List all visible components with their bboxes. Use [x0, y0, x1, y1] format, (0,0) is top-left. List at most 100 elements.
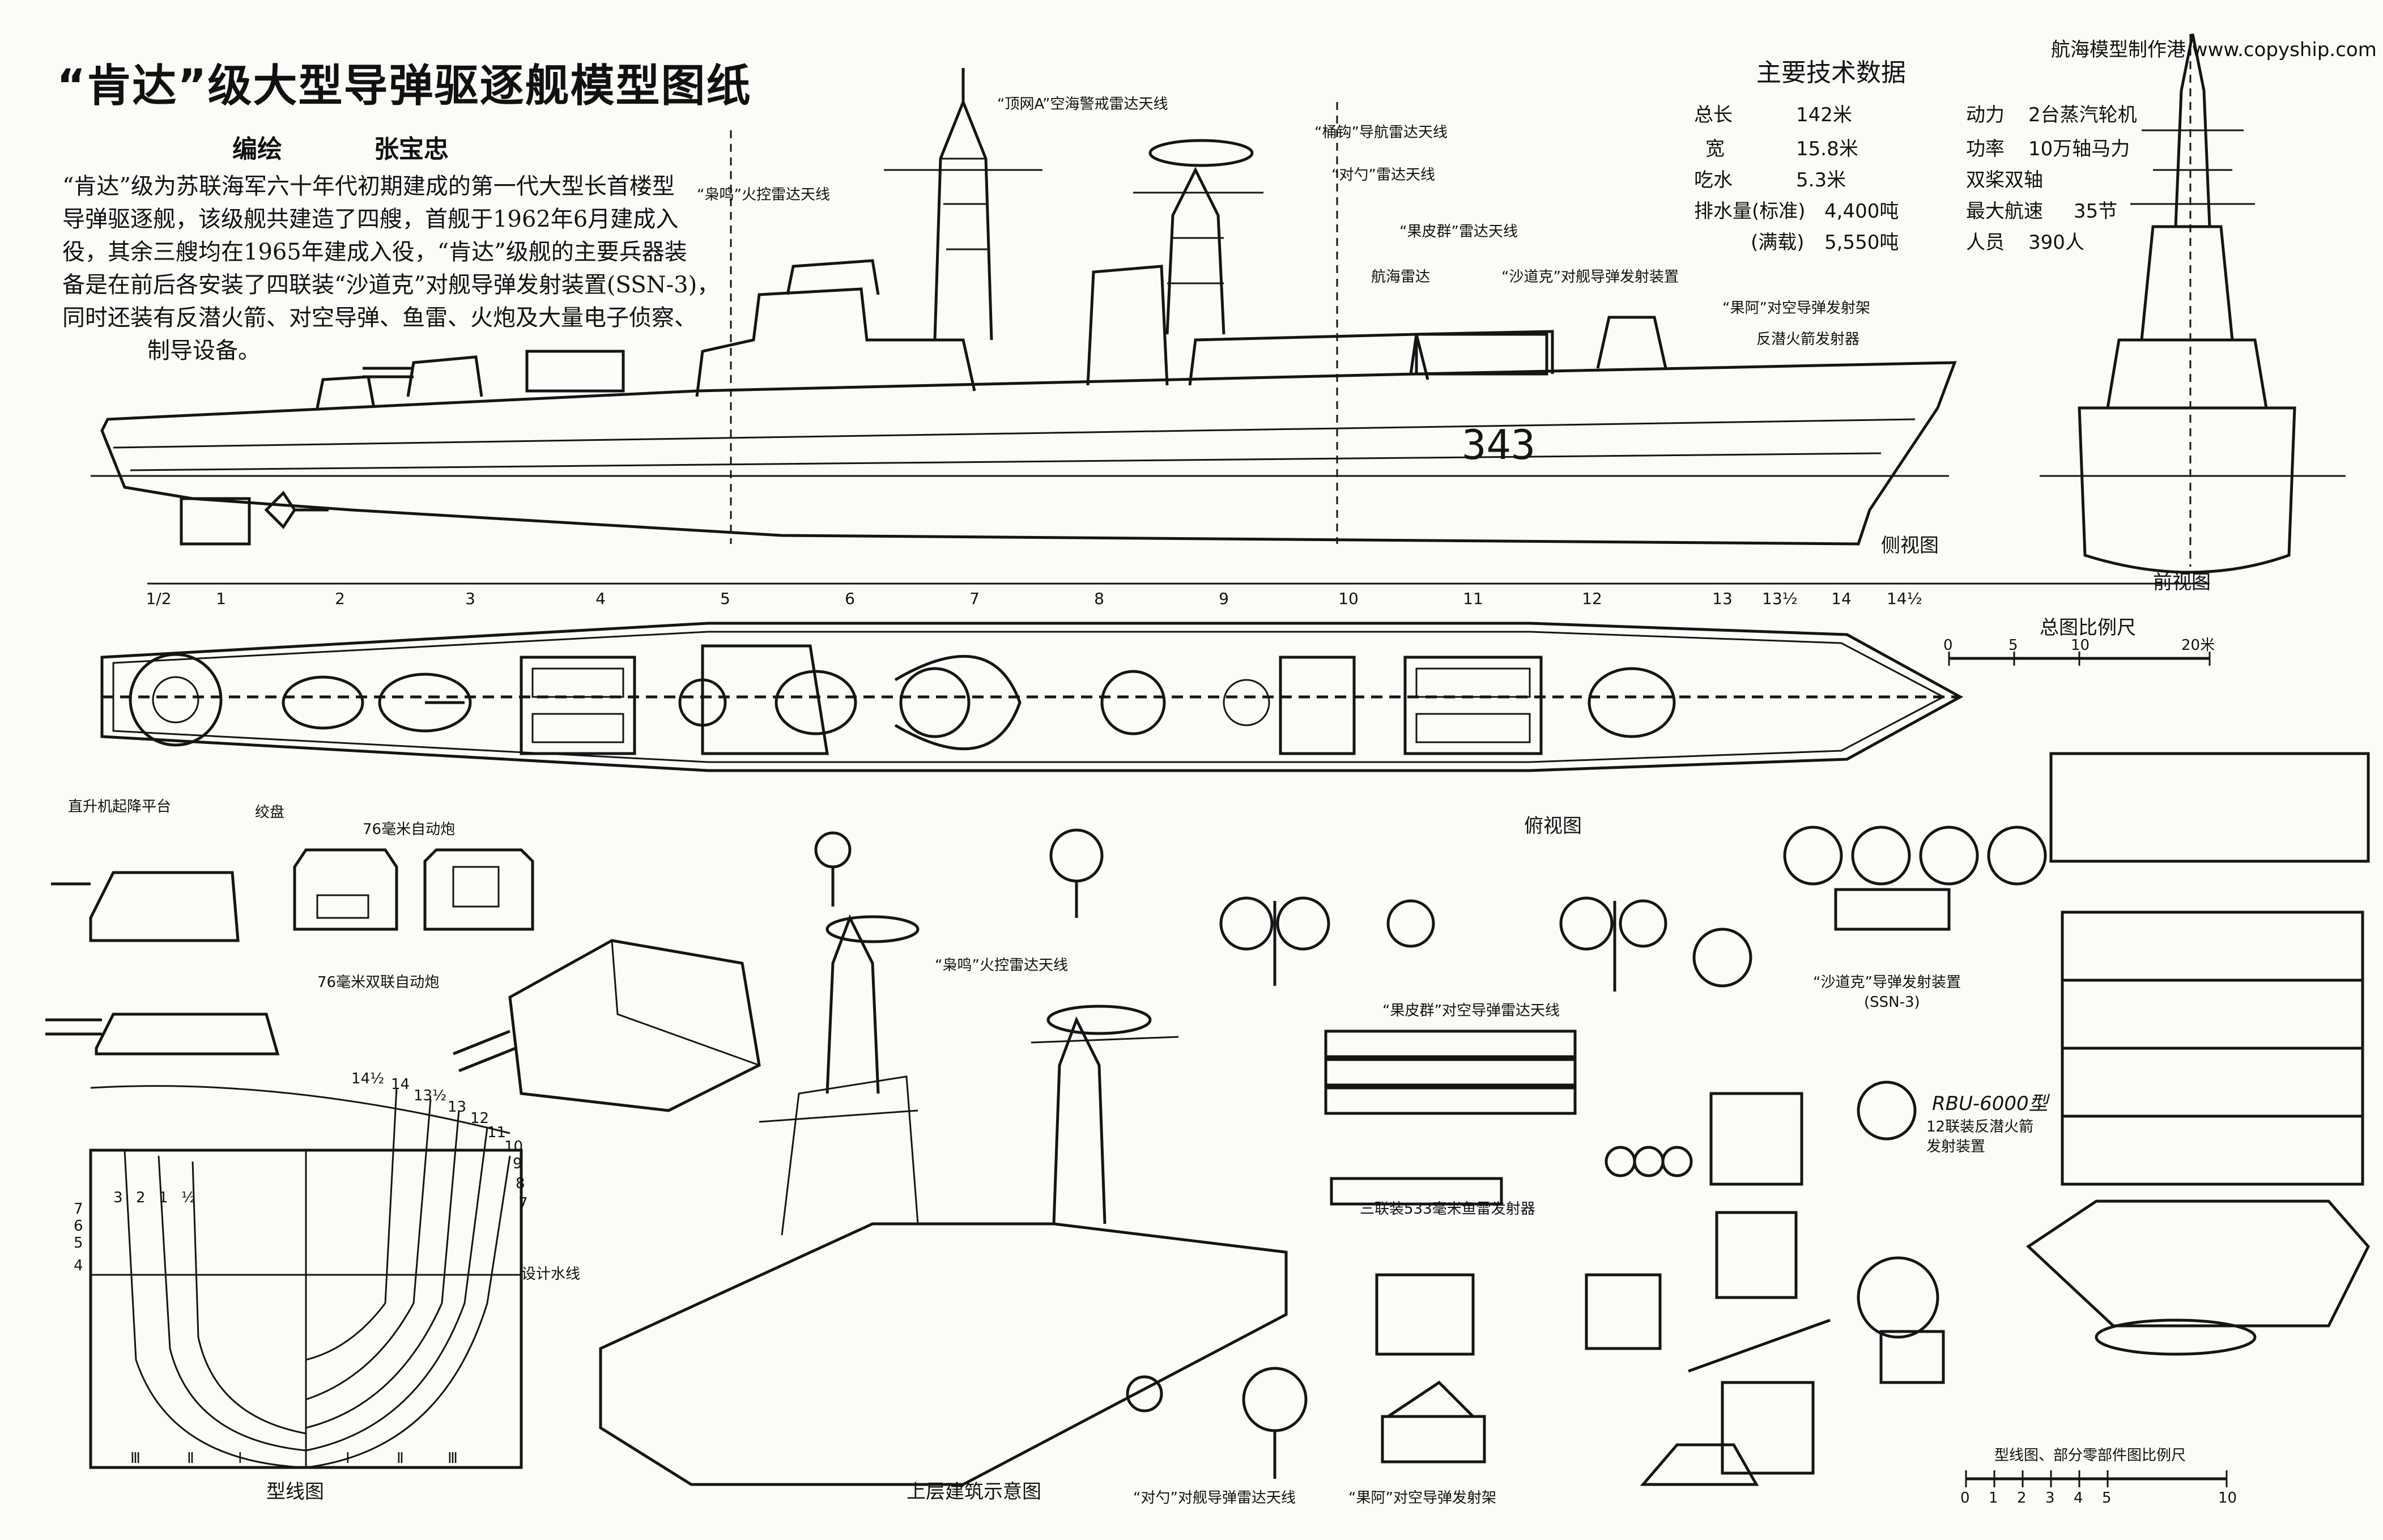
lp-station: 12 [470, 1110, 490, 1127]
author-label: 编绘 [232, 135, 282, 164]
station-label: 11 [1463, 589, 1483, 608]
shaddock-caption: “沙道克”导弹发射装置 [1813, 974, 1961, 991]
part-scale-tick: 4 [2074, 1490, 2083, 1507]
station-label: 7 [969, 589, 980, 608]
spec-label: 宽 [1705, 138, 1725, 160]
spec-value: 35节 [2074, 200, 2118, 223]
lp-left-station: ½ [181, 1189, 196, 1206]
station-label: 6 [845, 589, 855, 608]
spec-label: 功率 [1966, 138, 2005, 160]
scale-unit: 20米 [2181, 637, 2215, 654]
lines-plan-caption: 型线图 [266, 1481, 324, 1503]
spec-value: 4,400吨 [1824, 200, 1899, 223]
spec-value: 15.8米 [1796, 138, 1858, 160]
lp-height: 5 [74, 1235, 83, 1252]
spec-label: 人员 [1966, 231, 2005, 254]
lp-left-station: 2 [136, 1189, 146, 1206]
lp-left-station: 3 [113, 1189, 123, 1206]
top-view-drawing [100, 622, 1964, 772]
side-view-drawing: 343 [91, 68, 1957, 546]
lp-station: 13 [448, 1099, 467, 1116]
helipad-label: 直升机起降平台 [68, 798, 172, 815]
lp-height: 6 [74, 1218, 83, 1235]
station-label: 8 [1094, 589, 1104, 608]
station-label: 13 [1712, 589, 1733, 608]
lp-bottom-station: Ⅲ [448, 1450, 458, 1467]
bollard-label: 绞盘 [255, 804, 285, 821]
station-label: 1 [216, 589, 226, 608]
lines-plan-drawing [89, 1085, 523, 1469]
owl-screech-caption: “枭鸣”火控雷达天线 [935, 957, 1068, 974]
torpedo-caption: 三联装533毫米鱼雷发射器 [1360, 1201, 1535, 1218]
lp-height: 4 [74, 1257, 83, 1274]
scale-tick: 0 [1943, 637, 1953, 654]
spec-label: 最大航速 [1966, 200, 2043, 223]
station-label: 10 [1338, 589, 1359, 608]
front-view-caption: 前视图 [2153, 571, 2211, 594]
description-line: “肯达”级为苏联海军六十年代初期建成的第一代大型长首楼型 [62, 173, 675, 199]
lp-bottom-station: Ⅰ [238, 1450, 242, 1467]
spec-label: 动力 [1966, 104, 2005, 126]
callout-owl-screech: “枭鸣”火控雷达天线 [697, 186, 830, 203]
sheet-title: “肯达”级大型导弹驱逐舰模型图纸 [57, 61, 752, 112]
radar-antennas [814, 828, 1752, 992]
superstructure-iso [599, 914, 1288, 1486]
spec-label: 吃水 [1694, 169, 1733, 192]
spec-value: 5,550吨 [1824, 231, 1899, 254]
gun-label: 76毫米自动炮 [363, 821, 456, 838]
lp-station: 11 [487, 1124, 507, 1141]
spec-value: 390人 [2028, 231, 2084, 254]
lp-bottom-station: Ⅱ [397, 1450, 404, 1467]
station-label: 5 [720, 589, 730, 608]
description-line: 役，其余三艘均在1965年建成入役，“肯达”级舰的主要兵器装 [62, 239, 687, 265]
lp-bottom-station: Ⅲ [130, 1450, 141, 1467]
callout-pin-ball: “果皮群”雷达天线 [1399, 223, 1518, 240]
station-label: 2 [335, 589, 345, 608]
peel-group-caption: “果皮群”对空导弹雷达天线 [1382, 1002, 1560, 1019]
lp-station: 10 [504, 1138, 524, 1155]
gun-details [45, 848, 761, 1112]
goa-caption: “果阿”对空导弹发射架 [1348, 1490, 1496, 1507]
site-credit[interactable]: 航海模型制作港 www.copyship.com [2051, 39, 2377, 61]
front-view-drawing [2040, 33, 2346, 574]
station-label: 14½ [1887, 589, 1922, 608]
station-label: 14 [1831, 589, 1852, 608]
part-scale-title: 型线图、部分零部件图比例尺 [1994, 1447, 2186, 1464]
station-label: 3 [465, 589, 475, 608]
description-line: 备是在前后各安装了四联装“沙道克”对舰导弹发射装置(SSN-3)， [62, 272, 720, 298]
lp-station: 8 [516, 1175, 525, 1192]
station-label: 12 [1582, 589, 1602, 608]
part-scale-tick: 1 [1989, 1490, 1998, 1507]
lp-left-station: 1 [159, 1189, 168, 1206]
waterline-label: 设计水线 [521, 1266, 581, 1283]
callout-peel-group: “桶钩”导航雷达天线 [1314, 124, 1448, 141]
spec-value: 5.3米 [1796, 169, 1846, 192]
description-line: 导弹驱逐舰，该级舰共建造了四艘，首舰于1962年6月建成入 [62, 206, 679, 232]
lp-bottom-station: Ⅱ [187, 1450, 194, 1467]
spec-label: 总长 [1694, 104, 1733, 126]
shaddock-details [1783, 752, 2370, 1356]
lp-station: 13½ [414, 1087, 447, 1104]
hull-number: 343 [1462, 419, 1539, 464]
scale-tick: 5 [2008, 637, 2018, 654]
callout-nav-radar: 航海雷达 [1371, 269, 1431, 286]
spec-label: 排水量(标准) [1694, 200, 1806, 223]
misc-mounts [1126, 1273, 1831, 1486]
head-light-caption: “对勺”对舰导弹雷达天线 [1133, 1490, 1296, 1507]
spec-value: 双桨双轴 [1966, 169, 2043, 192]
spec-label: (满载) [1751, 231, 1805, 254]
side-view-caption: 侧视图 [1881, 534, 1939, 557]
hull-number-art: 343 [1462, 421, 1535, 469]
station-label: 1/2 [146, 589, 172, 608]
rbu-line3: 发射装置 [1926, 1138, 1986, 1155]
station-label: 4 [595, 589, 606, 608]
author-name: 张宝忠 [374, 135, 449, 164]
station-label: 13½ [1762, 589, 1798, 608]
twin-gun-caption: 76毫米双联自动炮 [317, 974, 440, 991]
part-scale-tick: 10 [2218, 1490, 2237, 1507]
shaddock-code: (SSN-3) [1864, 994, 1920, 1011]
part-scale-tick: 3 [2045, 1490, 2055, 1507]
callout-head-net: “顶网A”空海警戒雷达天线 [997, 96, 1168, 113]
